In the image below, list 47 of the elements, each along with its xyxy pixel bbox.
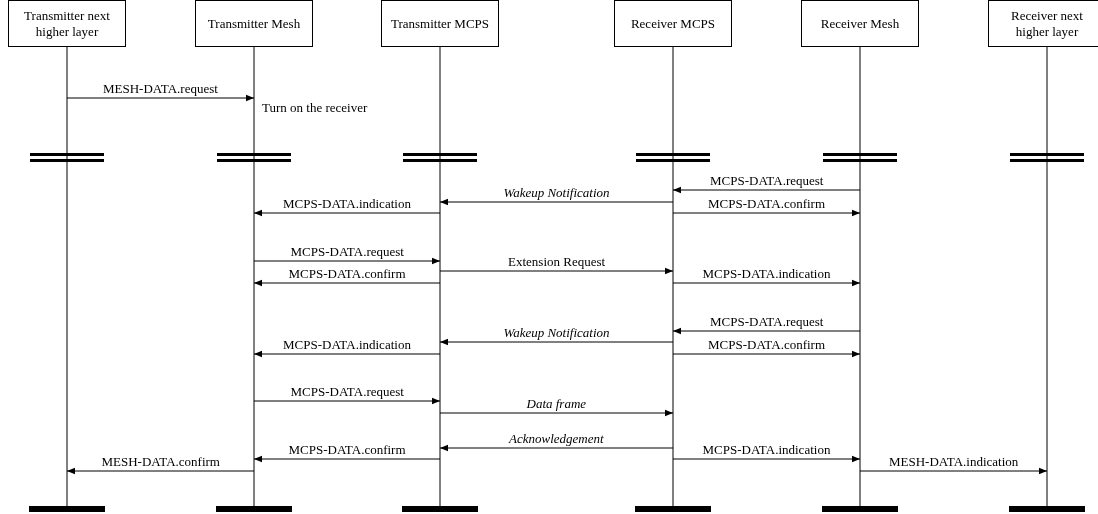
message-label: MCPS-DATA.indication bbox=[283, 197, 411, 211]
message-arrow bbox=[672, 209, 861, 217]
message-label: MCPS-DATA.indication bbox=[702, 267, 831, 281]
message-label: MCPS-DATA.confirm bbox=[708, 338, 826, 352]
message-arrow bbox=[439, 198, 674, 206]
message-label: MCPS-DATA.indication bbox=[702, 443, 831, 457]
message-arrow bbox=[439, 267, 674, 275]
lifeline-header: Receiver MCPS bbox=[614, 0, 732, 47]
message-label: MCPS-DATA.request bbox=[290, 245, 404, 259]
lifeline-header: Transmitter MCPS bbox=[381, 0, 499, 47]
message-label: MESH-DATA.confirm bbox=[101, 455, 220, 469]
message-arrow bbox=[253, 257, 441, 265]
lifeline-header: Transmitter Mesh bbox=[195, 0, 313, 47]
message-arrow bbox=[672, 279, 861, 287]
message-arrow bbox=[253, 279, 441, 287]
message-arrow bbox=[439, 444, 674, 452]
message-arrow bbox=[439, 338, 674, 346]
message-arrow bbox=[672, 186, 861, 194]
message-arrow bbox=[253, 455, 441, 463]
message-label: Acknowledgement bbox=[509, 432, 604, 446]
message-label: MESH-DATA.indication bbox=[889, 455, 1019, 469]
message-arrow bbox=[439, 409, 674, 417]
lifeline-header: Receiver Mesh bbox=[801, 0, 919, 47]
message-label: MCPS-DATA.confirm bbox=[288, 267, 406, 281]
message-label: MCPS-DATA.request bbox=[710, 315, 824, 329]
message-arrow bbox=[253, 209, 441, 217]
message-arrow bbox=[66, 467, 255, 475]
message-label: MCPS-DATA.confirm bbox=[708, 197, 826, 211]
message-label: MCPS-DATA.indication bbox=[283, 338, 411, 352]
message-label: MESH-DATA.request bbox=[103, 82, 218, 96]
lifeline-header: Receiver next higher layer bbox=[988, 0, 1098, 47]
message-arrow bbox=[253, 397, 441, 405]
lifeline-header: Transmitter next higher layer bbox=[8, 0, 126, 47]
message-label: Wakeup Notification bbox=[503, 326, 610, 340]
message-label: Extension Request bbox=[508, 255, 606, 269]
message-arrow bbox=[672, 327, 861, 335]
message-label: MCPS-DATA.confirm bbox=[288, 443, 406, 457]
message-label: MCPS-DATA.request bbox=[290, 385, 404, 399]
message-label: Data frame bbox=[526, 397, 587, 411]
message-arrow bbox=[859, 467, 1048, 475]
message-arrow bbox=[672, 455, 861, 463]
message-arrow bbox=[253, 350, 441, 358]
note-text: Turn on the receiver bbox=[262, 101, 368, 115]
message-arrow bbox=[66, 94, 255, 102]
message-label: Wakeup Notification bbox=[503, 186, 610, 200]
message-label: MCPS-DATA.request bbox=[710, 174, 824, 188]
message-arrow bbox=[672, 350, 861, 358]
